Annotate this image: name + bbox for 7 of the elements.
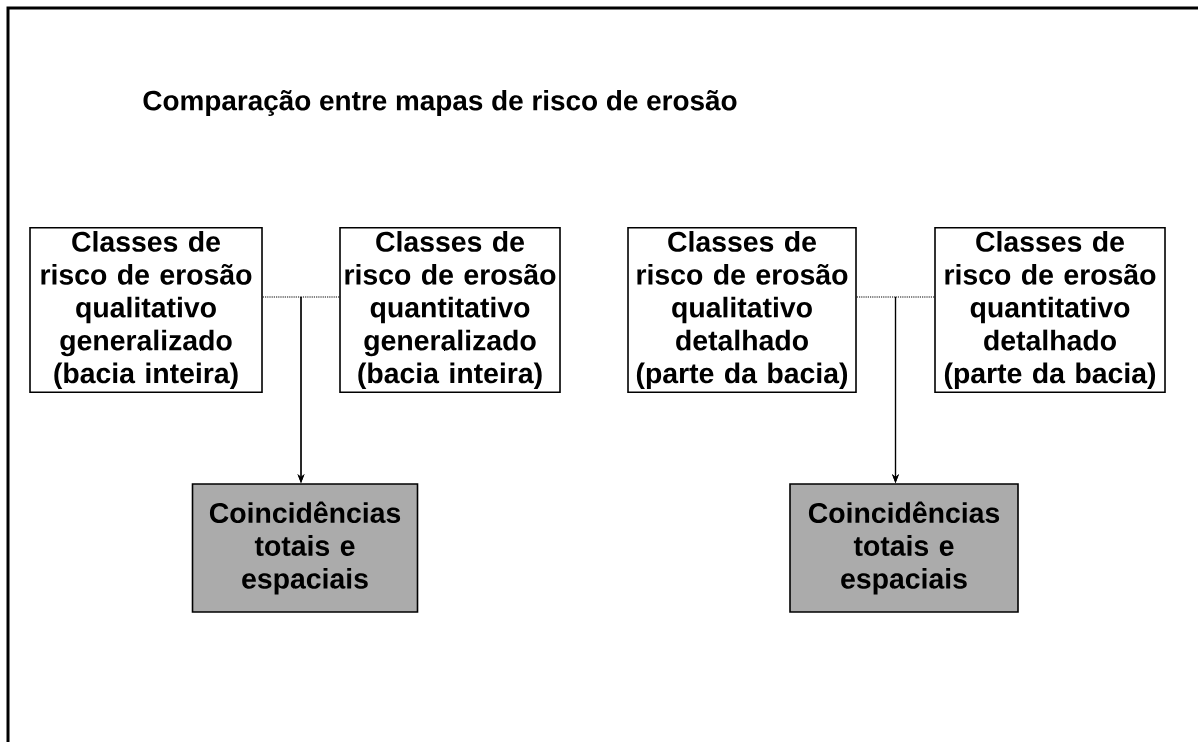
class-box: Classes de risco de erosão quantitativo detalhado (parte da bacia) <box>934 226 1166 394</box>
result-box: Coincidências totais e espaciais <box>789 483 1019 613</box>
class-box: Classes de risco de erosão qualitativo generalizado (bacia inteira) <box>29 226 263 394</box>
title: Comparação entre mapas de risco de erosão <box>143 90 737 116</box>
class-box: Classes de risco de erosão qualitativo detalhado (parte da bacia) <box>627 226 857 394</box>
result-box: Coincidências totais e espaciais <box>191 483 419 613</box>
class-box: Classes de risco de erosão quantitativo generalizado (bacia inteira) <box>339 226 561 394</box>
